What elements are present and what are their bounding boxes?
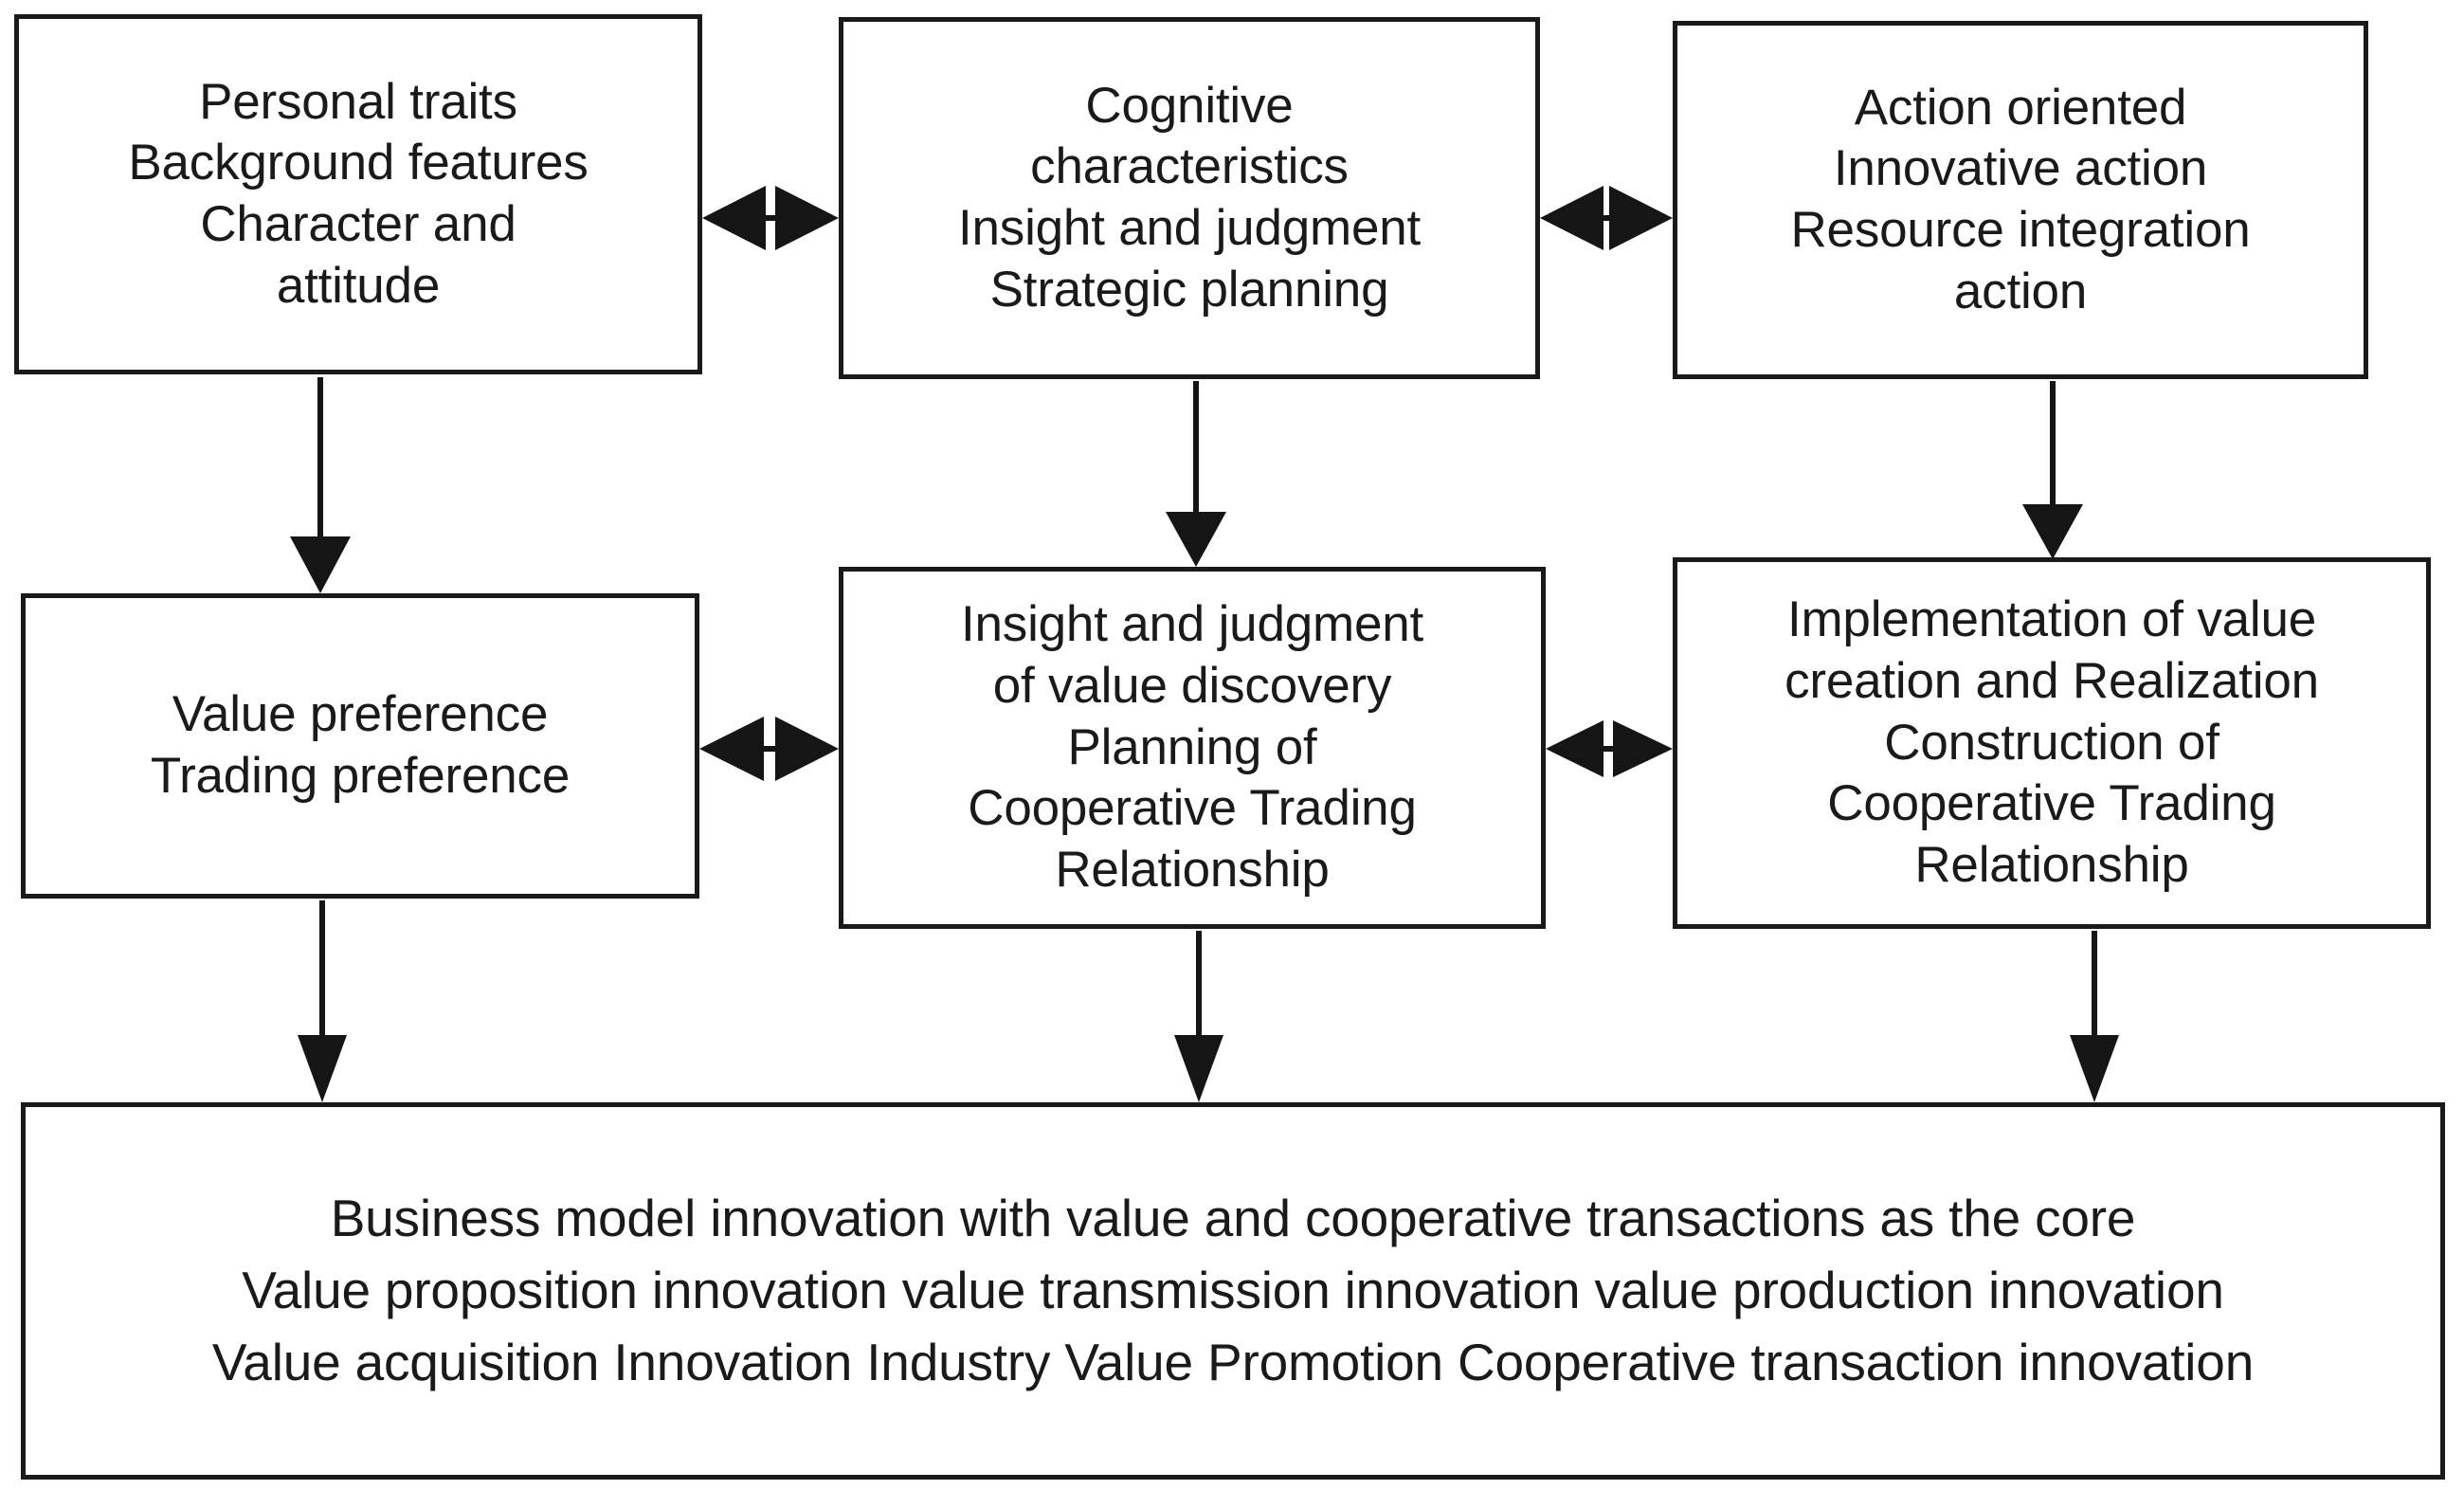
connector-personal-traits-cognitive xyxy=(702,186,839,250)
node-action-oriented[interactable]: Action oriented Innovative action Resour… xyxy=(1673,21,2368,379)
node-action-oriented-label: Action oriented Innovative action Resour… xyxy=(1790,79,2251,319)
connector-insight-planning-implementation xyxy=(1546,720,1673,777)
node-personal-traits-label: Personal traits Background features Char… xyxy=(128,73,589,314)
node-implementation-of-value-creation[interactable]: Implementation of value creation and Rea… xyxy=(1673,557,2431,929)
node-cognitive-characteristics[interactable]: Cognitive characteristics Insight and ju… xyxy=(839,17,1540,379)
connector-value-preference-insight-planning xyxy=(699,717,839,781)
connector-action-oriented-implementation xyxy=(2022,381,2083,559)
connector-cognitive-insight-planning xyxy=(1166,381,1226,567)
node-insight-and-judgment-of-value-discovery-label: Insight and judgment of value discovery … xyxy=(960,596,1424,898)
node-business-model-innovation[interactable]: Business model innovation with value and… xyxy=(21,1102,2445,1480)
node-cognitive-characteristics-label: Cognitive characteristics Insight and ju… xyxy=(957,77,1422,318)
node-personal-traits[interactable]: Personal traits Background features Char… xyxy=(14,14,702,374)
node-implementation-of-value-creation-label: Implementation of value creation and Rea… xyxy=(1785,591,2319,893)
node-value-preference-label: Value preference Trading preference xyxy=(150,686,571,804)
connector-cognitive-action-oriented xyxy=(1540,186,1673,250)
node-insight-and-judgment-of-value-discovery[interactable]: Insight and judgment of value discovery … xyxy=(839,567,1546,929)
node-business-model-innovation-label: Business model innovation with value and… xyxy=(211,1189,2255,1391)
node-value-preference[interactable]: Value preference Trading preference xyxy=(21,593,699,899)
connector-implementation-business-model xyxy=(2070,931,2119,1102)
connector-value-preference-business-model xyxy=(298,900,347,1102)
connector-insight-planning-business-model xyxy=(1174,931,1223,1102)
connector-personal-traits-value-preference xyxy=(290,377,351,593)
